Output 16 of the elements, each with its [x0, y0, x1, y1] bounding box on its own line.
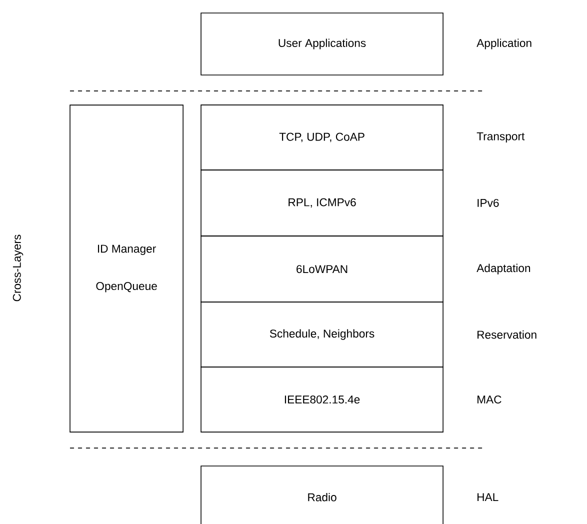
layer-label: MAC: [478, 396, 502, 404]
layer-label: Transport: [476, 132, 525, 143]
layer-box: 6LoWPAN: [200, 236, 444, 302]
layer-label: Adaptation: [476, 264, 530, 274]
layer-label: IPv6: [478, 198, 499, 207]
layer-box: IEEE802.15.4e: [200, 366, 444, 432]
layer-label: HAL: [478, 493, 498, 501]
layer-box: RPL, ICMPv6: [200, 170, 444, 236]
layer-box: TCP, UDP, CoAP: [200, 104, 444, 170]
layer-label: Application: [476, 38, 532, 50]
layer-box: Schedule, Neighbors: [200, 302, 444, 368]
layer-box: User Applications: [200, 12, 444, 76]
side-label: Cross-Layers: [12, 234, 24, 302]
cross-layer-box: ID Manager OpenQueue: [70, 104, 184, 432]
layer-box: Radio: [200, 466, 444, 524]
layer-label: Reservation: [478, 330, 536, 339]
